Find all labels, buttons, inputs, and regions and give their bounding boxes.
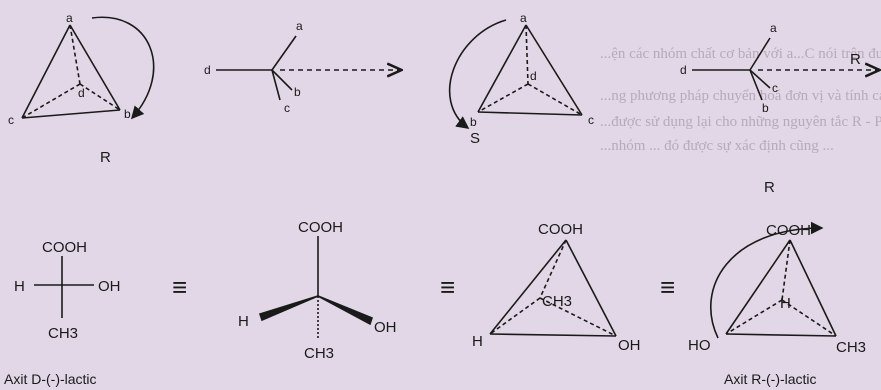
top-right-label-d: d <box>530 69 537 83</box>
tetra2-right: CH3 <box>836 339 866 356</box>
top-left-proj-d: d <box>204 63 211 77</box>
top-right-config-S: S <box>470 130 480 147</box>
bg-line-2: ...ng phương pháp chuyển hoá đơn vị và t… <box>600 88 881 104</box>
top-right-proj-b: b <box>762 101 769 115</box>
top-right-label-b: b <box>470 115 477 129</box>
tetra2-config-R: R <box>764 179 775 196</box>
equiv-3: ≡ <box>660 272 675 302</box>
top-right-proj-d: d <box>680 63 687 77</box>
top-right-projection <box>692 37 878 101</box>
equiv-2: ≡ <box>440 272 455 302</box>
tetra1-right: OH <box>618 337 641 354</box>
fischer-right: OH <box>98 278 121 295</box>
equiv-1: ≡ <box>172 272 187 302</box>
top-right-label-c: c <box>588 113 594 127</box>
lactic-tetrahedron-1 <box>489 239 617 337</box>
top-left-proj-b: b <box>294 85 301 99</box>
top-left-label-d: d <box>78 86 85 100</box>
top-right-proj-a: a <box>770 21 777 35</box>
wedge-bottom: CH3 <box>304 345 334 362</box>
top-left-label-c: c <box>8 113 14 127</box>
fischer-caption: Axit D-(-)-lactic <box>4 371 97 387</box>
fischer-bottom: CH3 <box>48 325 78 342</box>
tetra2-top: COOH <box>766 222 811 239</box>
wedge-right: OH <box>374 319 397 336</box>
bg-line-4: ...nhóm ... đó được sự xác định cũng ... <box>600 138 834 154</box>
top-left-label-b: b <box>124 107 131 121</box>
wedge-structure <box>258 236 373 340</box>
bg-line-1: ...ện các nhóm chất cơ bản với a...C nói… <box>600 46 881 62</box>
tetra2-caption: Axit R-(-)-lactic <box>724 371 817 387</box>
tetra1-left: H <box>472 333 483 350</box>
tetra1-top: COOH <box>538 221 583 238</box>
top-right-proj-c: c <box>772 81 778 95</box>
lactic-tetrahedron-2 <box>709 221 837 339</box>
tetra2-left: HO <box>688 337 711 354</box>
wedge-left: H <box>238 313 249 330</box>
background-text: ...ện các nhóm chất cơ bản với a...C nói… <box>600 46 881 154</box>
fischer-projection <box>34 256 94 318</box>
bg-line-3: ...được sử dụng lại cho những nguyên tắc… <box>600 114 881 130</box>
tetra2-inner: H <box>780 295 791 312</box>
top-right-tetrahedron <box>448 19 583 129</box>
top-left-config-R: R <box>100 149 111 166</box>
wedge-top: COOH <box>298 219 343 236</box>
top-right-label-a: a <box>520 11 527 25</box>
top-left-tetrahedron <box>21 16 155 120</box>
fischer-left: H <box>14 278 25 295</box>
tetra1-inner: CH3 <box>542 293 572 310</box>
top-left-proj-a: a <box>296 19 303 33</box>
top-left-projection <box>216 35 400 101</box>
top-right-proj-R: R <box>850 51 861 68</box>
fischer-top: COOH <box>42 239 87 256</box>
top-left-label-a: a <box>66 11 73 25</box>
top-left-proj-c: c <box>284 101 290 115</box>
